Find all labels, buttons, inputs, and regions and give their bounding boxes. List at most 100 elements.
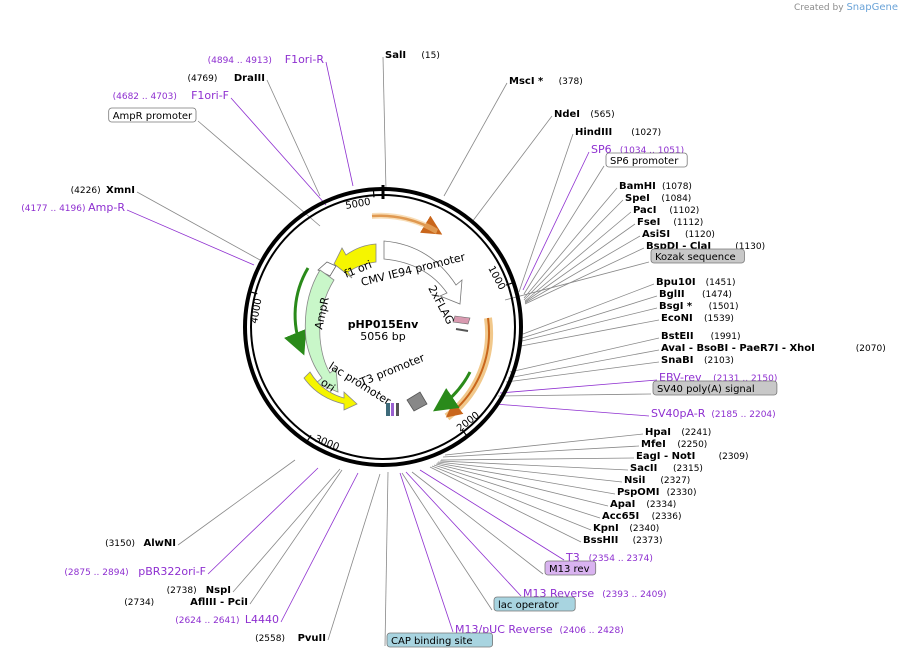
site-label[interactable]: PacI(1102) (633, 205, 699, 216)
leader-line (436, 462, 616, 495)
site-label[interactable]: SV40 poly(A) signal (652, 380, 778, 396)
leader-line (518, 133, 574, 293)
enzyme-name: EagI - NotI (636, 451, 695, 462)
enzyme-name: SalI (385, 50, 406, 61)
leader-line (437, 461, 623, 483)
leader-line (524, 223, 636, 303)
site-position: (15) (421, 51, 439, 61)
site-label[interactable]: NdeI(565) (554, 109, 615, 120)
site-label[interactable]: ApaI(2334) (610, 499, 676, 510)
site-label[interactable]: Amp-R(4177 .. 4196) (21, 201, 125, 214)
site-position: (2558) (255, 634, 285, 644)
enzyme-name: DraIII (234, 73, 265, 84)
site-label[interactable]: Kozak sequence (650, 248, 745, 264)
site-label[interactable]: BspDI - ClaI(1130) (646, 241, 765, 252)
site-label[interactable]: BstEII(1991) (661, 331, 741, 342)
site-label[interactable]: SP6(1034 .. 1051) (591, 143, 684, 156)
site-label[interactable]: EagI - NotI(2309) (636, 451, 749, 462)
site-label[interactable]: BssHII(2373) (583, 535, 663, 546)
site-label[interactable]: AlwNI(3150) (105, 538, 176, 549)
leader-line (207, 467, 319, 575)
leader-line (504, 261, 650, 301)
site-label[interactable]: XmnI(4226) (71, 185, 135, 196)
site-label[interactable]: AflIII - PciI(2734) (124, 597, 248, 608)
primer-name: F1ori-F (191, 89, 229, 102)
site-label[interactable]: HpaI(2241) (645, 427, 711, 438)
enzyme-name: HindIII (575, 127, 612, 138)
plasmid-name: pHP015Env (348, 318, 419, 331)
leader-line (524, 235, 641, 304)
enzyme-name: BglII (659, 289, 685, 300)
site-label[interactable]: HindIII(1027) (575, 127, 661, 138)
site-label[interactable]: EcoNI(1539) (661, 313, 734, 324)
feature-box-label: AmpR promoter (113, 111, 193, 122)
leader-line (384, 471, 389, 647)
site-position: (1102) (669, 206, 699, 216)
ampr-arrow (304, 269, 339, 393)
leader-line (429, 466, 582, 543)
site-label[interactable]: Bpu10I (1451) (656, 277, 736, 288)
site-label[interactable]: lac operator (493, 596, 576, 612)
leader-line (497, 393, 652, 397)
leader-line (499, 379, 658, 394)
leader-line (442, 445, 640, 458)
site-label[interactable]: BsgI *(1501) (659, 301, 739, 312)
enzyme-name: Bpu10I (656, 277, 696, 288)
enzyme-name: AsiSI (642, 229, 670, 240)
site-label[interactable]: SacII(2315) (630, 463, 703, 474)
site-position: (4682 .. 4703) (113, 92, 177, 102)
leader-line (471, 115, 553, 223)
site-position: (2327) (660, 476, 690, 486)
green-arc-left (284, 267, 310, 356)
site-label[interactable]: FseI(1112) (637, 217, 703, 228)
leader-line (433, 464, 601, 519)
site-label[interactable]: SV40pA-R(2185 .. 2204) (651, 407, 776, 420)
site-label[interactable]: PvuII(2558) (255, 633, 326, 644)
site-position: (1451) (706, 278, 736, 288)
feature-box (652, 380, 778, 396)
site-position: (2406 .. 2428) (560, 626, 624, 636)
site-label[interactable]: AmpR promoter (108, 107, 197, 123)
enzyme-name: SpeI (625, 193, 650, 204)
site-label[interactable]: pBR322ori-F(2875 .. 2894) (64, 565, 206, 578)
site-label[interactable]: MscI *(378) (509, 76, 583, 87)
leader-line (443, 82, 508, 197)
primer-name: F1ori-R (285, 53, 325, 66)
site-label[interactable]: SalI (15) (385, 50, 440, 61)
site-label[interactable]: F1ori-F (4682 .. 4703) (113, 89, 229, 102)
site-label[interactable]: BamHI(1078) (619, 181, 692, 192)
feature-box-label: SV40 poly(A) signal (657, 384, 755, 395)
site-position: (4894 .. 4913) (208, 56, 272, 66)
site-position: (1078) (662, 182, 692, 192)
site-position: (2624 .. 2641) (175, 616, 239, 626)
site-position: (1034 .. 1051) (620, 146, 684, 156)
site-label[interactable]: AsiSI(1120) (642, 229, 715, 240)
enzyme-name: BsgI * (659, 301, 693, 312)
site-label[interactable]: NsiI(2327) (624, 475, 690, 486)
site-position: (1991) (711, 332, 741, 342)
site-label[interactable]: SnaBI(2103) (661, 355, 734, 366)
site-label[interactable]: CAP binding site (386, 632, 493, 648)
site-label[interactable]: PspOMI(2330) (617, 487, 697, 498)
site-label[interactable]: SP6 promoter (605, 152, 688, 168)
site-label[interactable]: F1ori-R (4894 .. 4913) (208, 53, 325, 66)
site-label[interactable]: SpeI(1084) (625, 193, 691, 204)
site-position: (2315) (673, 464, 703, 474)
site-label[interactable]: KpnI(2340) (593, 523, 659, 534)
site-label[interactable]: NspI(2738) (167, 585, 231, 596)
site-label[interactable]: Acc65I(2336) (602, 511, 682, 522)
site-position: (2330) (667, 488, 697, 498)
enzyme-name: XmnI (106, 185, 135, 196)
site-label[interactable]: L4440(2624 .. 2641) (175, 613, 279, 626)
site-label[interactable]: MfeI(2250) (641, 439, 707, 450)
enzyme-name: Acc65I (602, 511, 639, 522)
site-label[interactable]: AvaI - BsoBI - PaeR7I - XhoI(2070) (661, 343, 886, 354)
site-label[interactable]: M13 rev (544, 560, 597, 576)
site-position: (565) (590, 110, 614, 120)
leader-line (520, 319, 660, 347)
site-label[interactable]: BglII(1474) (659, 289, 732, 300)
site-position: (1112) (673, 218, 703, 228)
site-label[interactable]: DraIII(4769) (187, 73, 265, 84)
site-position: (3150) (105, 539, 135, 549)
